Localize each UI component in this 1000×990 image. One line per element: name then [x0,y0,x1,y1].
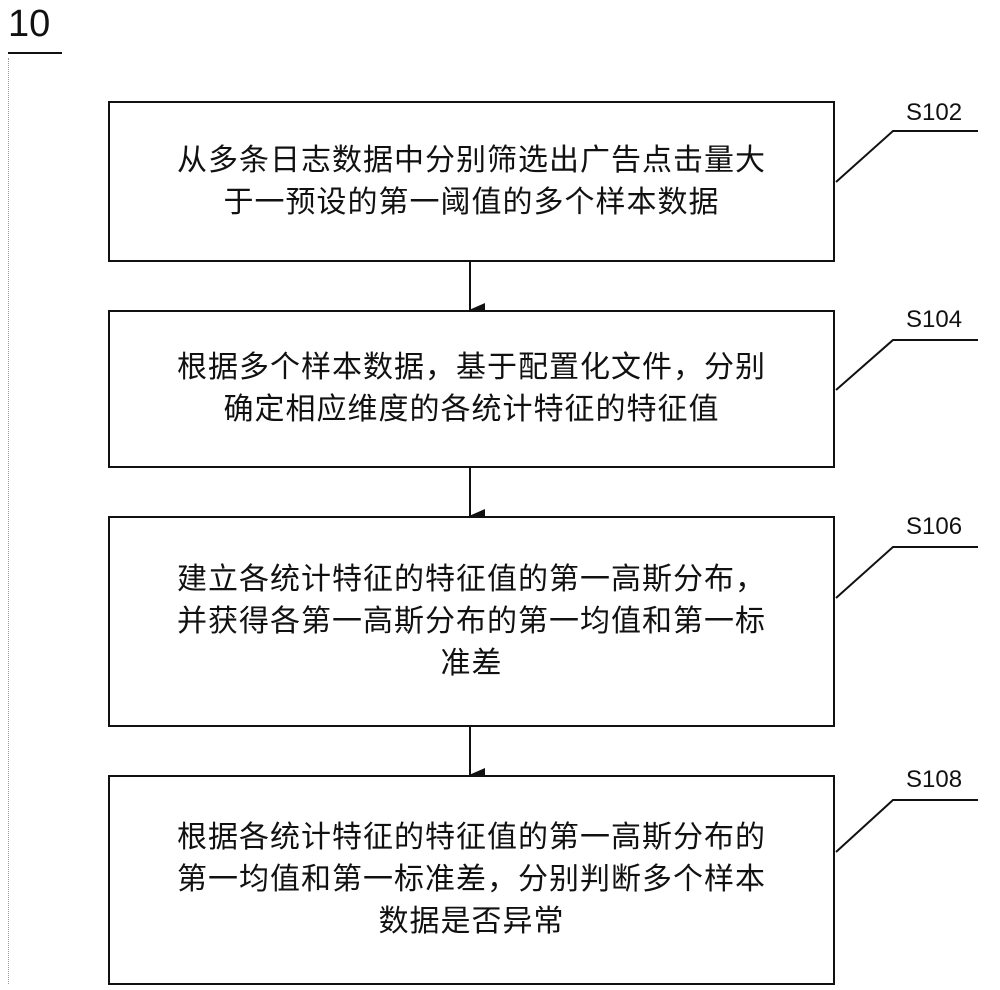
step-id-s106: S106 [906,513,963,540]
step-box-s102: 从多条日志数据中分别筛选出广告点击量大 于一预设的第一阈值的多个样本数据 [108,101,835,262]
figure-number-underline [8,52,62,54]
step-id-s104: S104 [906,306,963,333]
figure-number: 10 [8,3,51,45]
step-box-s104: 根据多个样本数据，基于配置化文件，分别 确定相应维度的各统计特征的特征值 [108,310,835,468]
step-id-s108: S108 [906,766,963,793]
step-line: 确定相应维度的各统计特征的特征值 [223,392,720,427]
step-line: 第一均值和第一标准差，分别判断多个样本 [177,862,766,897]
step-id-s102: S102 [906,99,963,126]
step-line: 于一预设的第一阈值的多个样本数据 [223,184,720,220]
step-line: 并获得各第一高斯分布的第一均值和第一标 [177,603,766,639]
step-line: 从多条日志数据中分别筛选出广告点击量大 [177,142,766,178]
step-line: 根据多个样本数据，基于配置化文件，分别 [177,350,766,385]
step-line: 根据各统计特征的特征值的第一高斯分布的 [177,820,766,855]
step-line: 准差 [440,645,503,681]
leader-line-s108 [835,799,978,853]
left-dotted-rule [8,58,9,984]
step-box-s106: 建立各统计特征的特征值的第一高斯分布， 并获得各第一高斯分布的第一均值和第一标 … [108,516,835,727]
leader-line-s102 [835,130,978,183]
step-text-s108: 根据各统计特征的特征值的第一高斯分布的 第一均值和第一标准差，分别判断多个样本 … [142,817,802,943]
step-text-s102: 从多条日志数据中分别筛选出广告点击量大 于一预设的第一阈值的多个样本数据 [142,140,802,224]
step-text-s104: 根据多个样本数据，基于配置化文件，分别 确定相应维度的各统计特征的特征值 [142,347,802,431]
step-line: 数据是否异常 [378,904,565,939]
step-text-s106: 建立各统计特征的特征值的第一高斯分布， 并获得各第一高斯分布的第一均值和第一标 … [142,559,802,685]
step-line: 建立各统计特征的特征值的第一高斯分布， [177,561,766,597]
leader-line-s106 [835,546,978,599]
step-box-s108: 根据各统计特征的特征值的第一高斯分布的 第一均值和第一标准差，分别判断多个样本 … [108,775,835,985]
leader-line-s104 [835,339,978,391]
